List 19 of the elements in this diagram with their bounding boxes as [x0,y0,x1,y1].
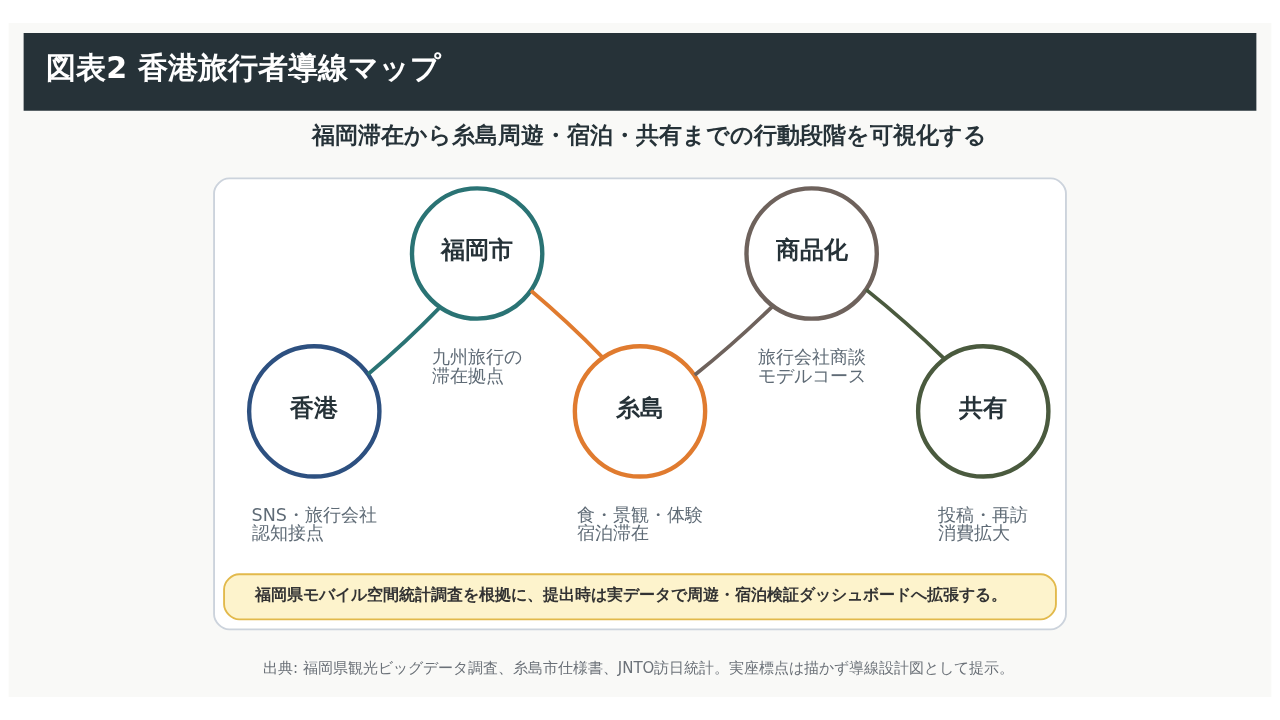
node-label: 九州旅行の滞在拠点 [432,346,523,386]
connector [693,304,775,377]
diagram-title: 図表2 香港旅行者導線マップ [46,50,441,86]
label: 福岡滞在から糸島周遊・宿泊・共有までの行動段階を可視化する [312,121,988,148]
node-label: 食・景観・体験宿泊滞在 [577,504,704,544]
node-label: 旅行会社商談モデルコース [757,346,866,386]
cluster [213,177,1067,631]
caption: 出典: 福岡県観光ビッグデータ調査、糸島市仕様書、JNTO訪日統計。実座標点は描かず導線設計図として提示。 [262,659,1015,678]
node-circle: 福岡市 [409,186,545,321]
node-circle: 香港 [246,344,382,479]
node-circle: 糸島 [572,344,708,479]
node-label: SNS・旅行会社認知接点 [251,504,377,544]
connector [529,289,604,359]
node-circle: 商品化 [744,186,879,321]
node-circle: 共有 [915,344,1051,479]
node-box: 福岡県モバイル空間統計調査を根拠に、提出時は実データで周遊・宿泊検証ダッシュボードへ拡張する。 [223,573,1057,621]
node-label: 投稿・再訪消費拡大 [938,504,1029,544]
connector [864,288,946,361]
connector [366,306,442,376]
